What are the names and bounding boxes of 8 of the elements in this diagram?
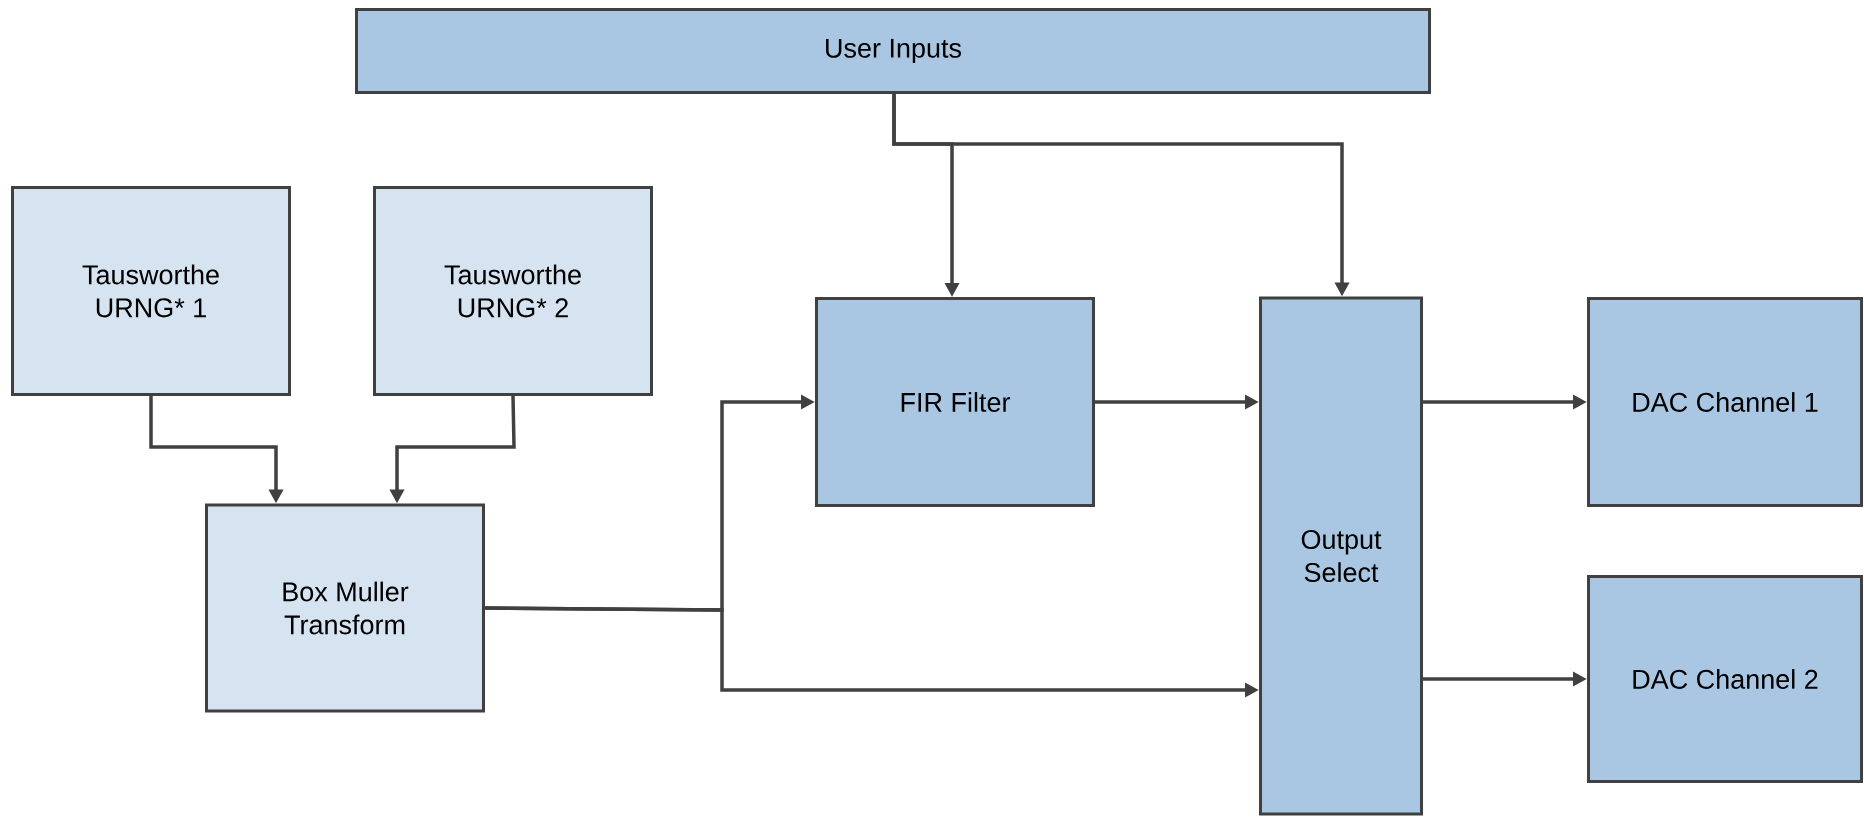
- process-box: Box Muller Transform: [205, 503, 485, 713]
- process-box: DAC Channel 2: [1587, 575, 1863, 783]
- process-box: Tausworthe URNG* 2: [373, 186, 653, 396]
- process-box: DAC Channel 1: [1587, 297, 1863, 507]
- process-box: Output Select: [1259, 296, 1423, 816]
- process-box: Tausworthe URNG* 1: [11, 186, 291, 396]
- process-box: FIR Filter: [815, 297, 1095, 507]
- process-box: User Inputs: [355, 8, 1431, 94]
